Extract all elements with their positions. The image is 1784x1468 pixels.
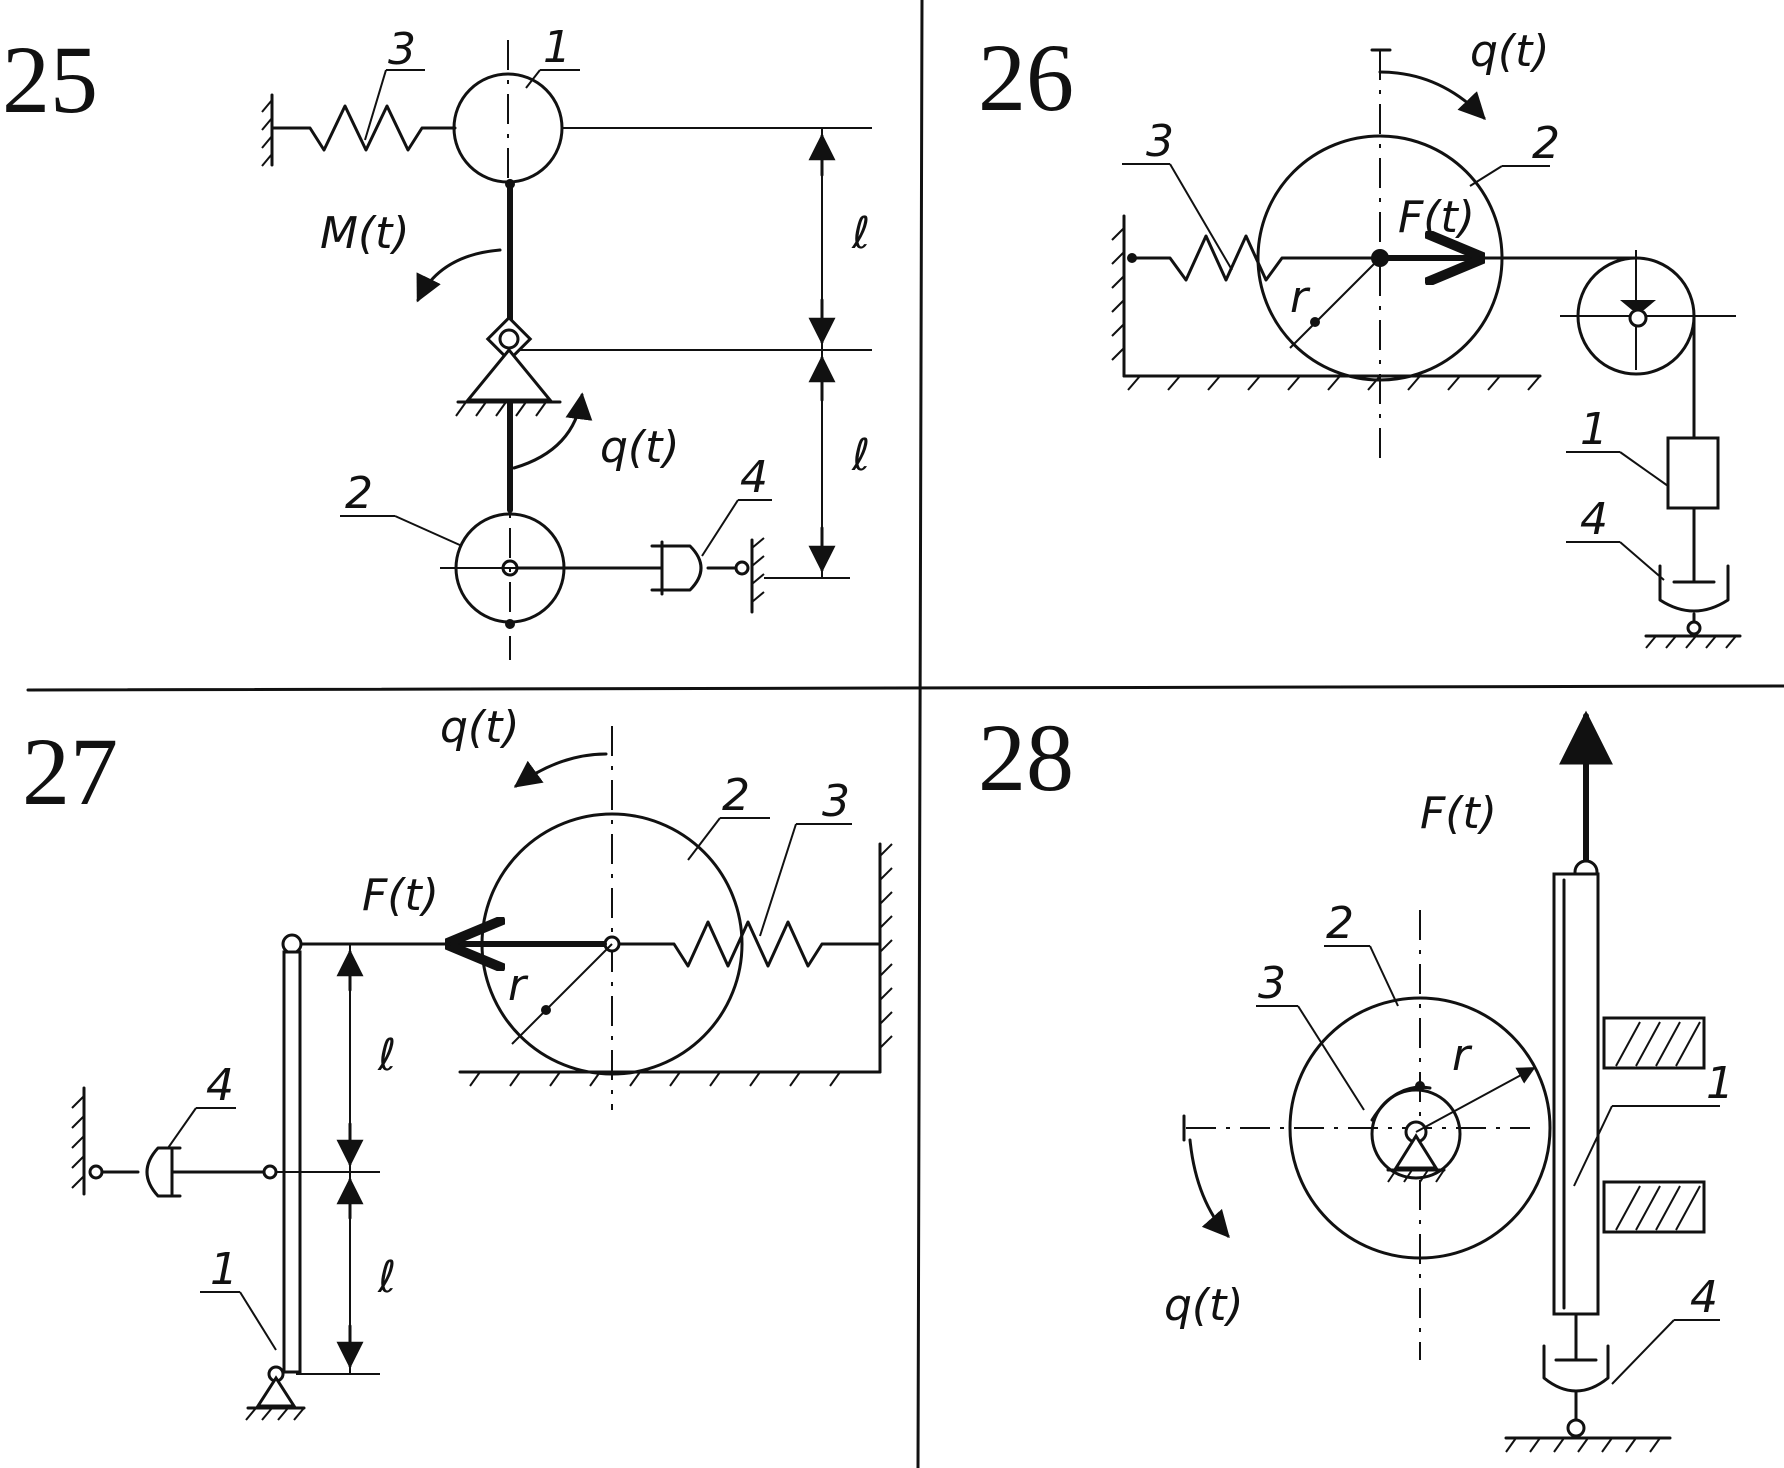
label-length-lower: ℓ	[377, 1252, 396, 1303]
spring-3	[270, 104, 457, 152]
label-coord: q(t)	[1470, 26, 1550, 77]
label-moment: M(t)	[320, 208, 410, 259]
dimension-lines	[520, 127, 872, 579]
label-radius: r	[1452, 1030, 1473, 1081]
label-force: F(t)	[1420, 788, 1497, 839]
label-part-3: 3	[1258, 958, 1286, 1009]
label-part-3: 3	[1146, 116, 1174, 167]
label-part-2: 2	[1326, 898, 1354, 949]
label-part-2: 2	[345, 468, 373, 519]
label-force: F(t)	[362, 870, 439, 921]
panel-28: 28 F(t) 1	[978, 704, 1734, 1453]
pulley	[1560, 250, 1736, 440]
panel-number: 26	[978, 24, 1074, 131]
moment-arrow	[416, 248, 502, 303]
panel-26: 26 q(t)	[978, 24, 1742, 649]
damper-4	[516, 537, 765, 614]
label-part-4: 4	[1580, 494, 1608, 545]
label-coord: q(t)	[1164, 1280, 1244, 1331]
label-coord: q(t)	[440, 702, 520, 753]
damper-4	[1504, 1312, 1672, 1453]
panel-27: 27 q(t) r 2 3	[22, 702, 893, 1421]
label-part-1: 1	[543, 22, 571, 73]
panel-number: 25	[2, 26, 98, 133]
coord-arrow	[1378, 70, 1486, 120]
label-part-1: 1	[1706, 1058, 1734, 1109]
label-radius: r	[1290, 272, 1311, 323]
label-length-upper: ℓ	[377, 1030, 396, 1081]
damper-4	[1644, 506, 1742, 649]
label-part-1: 1	[210, 1244, 238, 1295]
label-part-3: 3	[822, 776, 850, 827]
spring-3	[618, 920, 882, 968]
label-part-4: 4	[740, 452, 768, 503]
label-length-lower: ℓ	[851, 430, 870, 481]
rack-1	[1552, 872, 1600, 1316]
damper-4	[71, 1086, 278, 1198]
wall-left	[261, 93, 274, 167]
label-length-upper: ℓ	[851, 208, 870, 259]
label-part-3: 3	[388, 24, 416, 75]
pivot-support	[455, 315, 562, 417]
mass-1	[1666, 436, 1720, 510]
coord-arrow	[513, 752, 608, 788]
panel-number: 27	[22, 718, 118, 825]
coord-arrow	[1188, 1138, 1230, 1239]
wall-floor	[1111, 214, 1542, 391]
label-coord: q(t)	[600, 422, 680, 473]
label-part-4: 4	[1690, 1272, 1718, 1323]
rod-1	[282, 950, 302, 1374]
spring-3	[1130, 234, 1382, 282]
hub-3	[1370, 1088, 1462, 1180]
label-force: F(t)	[1398, 192, 1475, 243]
label-part-2: 2	[1532, 118, 1560, 169]
divider-vertical	[916, 0, 924, 1468]
label-radius: r	[508, 960, 529, 1011]
guides	[1602, 1016, 1706, 1234]
label-part-2: 2	[722, 770, 750, 821]
dimension-lines	[276, 944, 380, 1375]
label-part-1: 1	[1580, 404, 1608, 455]
panel-25: 25 3 1 M(t)	[2, 22, 872, 660]
panel-number: 28	[978, 704, 1074, 811]
divider-horizontal	[26, 684, 1784, 692]
wall-floor	[458, 842, 893, 1087]
label-part-4: 4	[206, 1060, 234, 1111]
coord-arrow	[512, 392, 593, 470]
